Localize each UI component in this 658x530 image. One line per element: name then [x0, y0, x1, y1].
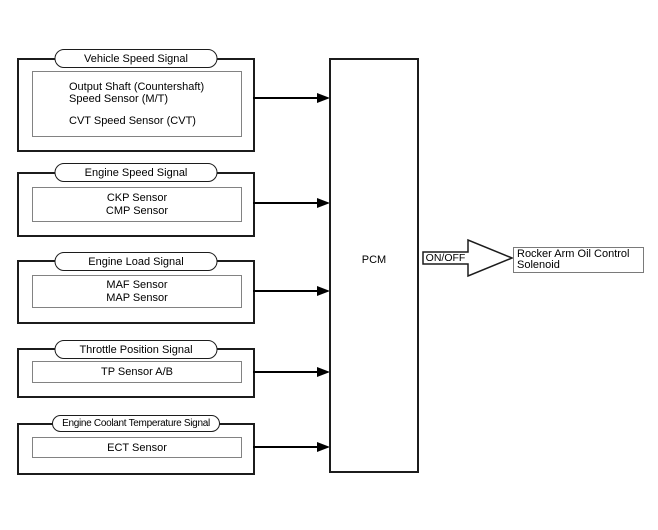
on-off-label: ON/OFF	[425, 252, 466, 264]
arrow-shaft	[253, 371, 319, 373]
signal-group-title-pill: Vehicle Speed Signal	[54, 49, 218, 68]
signal-group-title: Engine Load Signal	[88, 255, 184, 268]
arrow-shaft	[253, 290, 319, 292]
arrow-head-icon	[317, 367, 330, 377]
sensor-label: TP Sensor A/B	[101, 366, 173, 378]
arrow-shaft	[253, 97, 319, 99]
signal-arrow-throttle-position	[253, 367, 330, 377]
signal-group-title-pill: Throttle Position Signal	[54, 340, 218, 359]
sensor-box: CKP Sensor CMP Sensor	[32, 187, 242, 222]
signal-group-title-pill: Engine Speed Signal	[54, 163, 218, 182]
signal-group-title: Engine Coolant Temperature Signal	[62, 418, 210, 429]
signal-group-title: Throttle Position Signal	[79, 343, 193, 356]
sensor-label: CVT Speed Sensor (CVT)	[69, 115, 196, 127]
sensor-box: MAF Sensor MAP Sensor	[32, 275, 242, 308]
pcm-label: PCM	[361, 253, 387, 266]
signal-group-title: Engine Speed Signal	[84, 166, 188, 179]
signal-group-engine-load: Engine Load Signal MAF Sensor MAP Sensor	[17, 252, 255, 324]
pcm-box: PCM	[329, 58, 419, 473]
solenoid-box: Rocker Arm Oil Control Solenoid	[513, 247, 644, 273]
on-off-block-arrow-icon	[422, 238, 514, 278]
sensor-box: Output Shaft (Countershaft) Speed Sensor…	[32, 71, 242, 137]
signal-group-title-pill: Engine Load Signal	[54, 252, 218, 271]
signal-group-title: Vehicle Speed Signal	[84, 52, 188, 65]
signal-arrow-vehicle-speed	[253, 93, 330, 103]
signal-group-engine-speed: Engine Speed Signal CKP Sensor CMP Senso…	[17, 163, 255, 237]
signal-group-vehicle-speed: Vehicle Speed Signal Output Shaft (Count…	[17, 49, 255, 152]
arrow-head-icon	[317, 442, 330, 452]
sensor-label: MAF Sensor	[106, 278, 168, 291]
arrow-shaft	[253, 202, 319, 204]
signal-group-throttle-position: Throttle Position Signal TP Sensor A/B	[17, 340, 255, 398]
signal-group-coolant-temperature: Engine Coolant Temperature Signal ECT Se…	[17, 415, 255, 475]
sensor-box: ECT Sensor	[32, 437, 242, 458]
arrow-head-icon	[317, 286, 330, 296]
arrow-head-icon	[317, 93, 330, 103]
sensor-label: Output Shaft (Countershaft) Speed Sensor…	[69, 81, 205, 105]
arrow-shaft	[253, 446, 319, 448]
sensor-box: TP Sensor A/B	[32, 361, 242, 383]
sensor-label: ECT Sensor	[107, 441, 167, 454]
block-arrow-shape	[422, 238, 514, 278]
sensor-label: CKP Sensor	[106, 191, 168, 204]
signal-arrow-coolant-temperature	[253, 442, 330, 452]
sensor-label: CMP Sensor	[105, 204, 169, 217]
solenoid-label: Rocker Arm Oil Control Solenoid	[517, 248, 630, 271]
sensor-label: MAP Sensor	[106, 291, 168, 304]
signal-arrow-engine-load	[253, 286, 330, 296]
signal-group-title-pill: Engine Coolant Temperature Signal	[52, 415, 220, 432]
signal-arrow-engine-speed	[253, 198, 330, 208]
arrow-head-icon	[317, 198, 330, 208]
